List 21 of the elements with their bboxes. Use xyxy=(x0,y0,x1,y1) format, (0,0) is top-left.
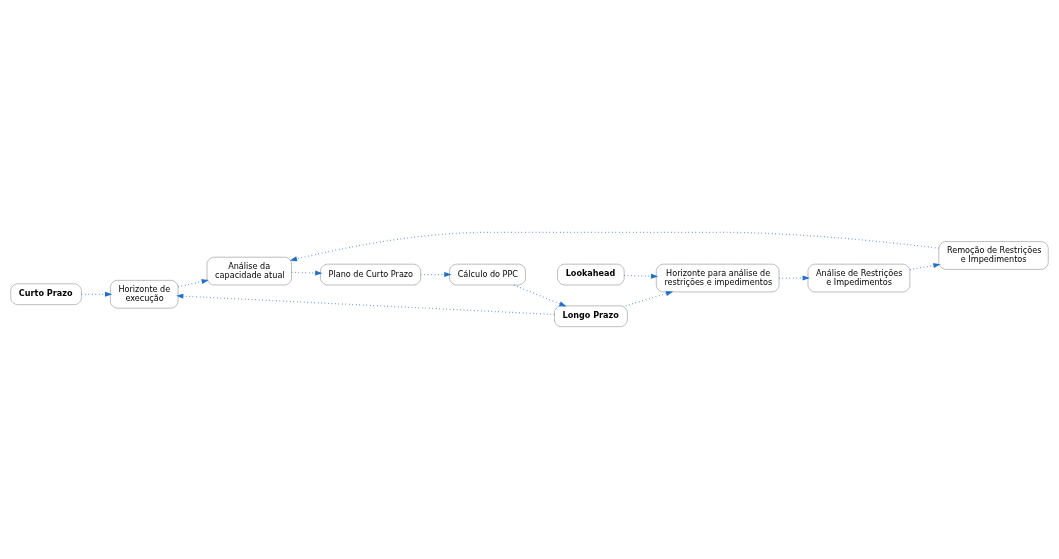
node-box: Horizonte para análise de restrições e impedimentos xyxy=(656,263,780,293)
node-box: Cálculo do PPC xyxy=(449,263,526,286)
arrow xyxy=(176,293,555,316)
node-box: Plano de Curto Prazo xyxy=(320,263,421,286)
node-box: Análise da capacidade atual xyxy=(206,256,292,286)
node-box: Curto Prazo xyxy=(10,283,82,305)
node-box: Horizonte de execução xyxy=(110,280,179,309)
arrow xyxy=(177,279,209,288)
node-box: Lookahead xyxy=(557,263,625,286)
arrow xyxy=(513,284,567,307)
arrow xyxy=(81,291,113,297)
arrow xyxy=(623,273,659,279)
arrow xyxy=(289,231,940,262)
arrow xyxy=(909,263,941,271)
node-box: Análise de Restrições e Impedimentos xyxy=(807,263,911,293)
arrow xyxy=(778,275,810,281)
arrow xyxy=(420,272,452,278)
node-box: Remoção de Restrições e Impedimentos xyxy=(938,241,1049,270)
arrow xyxy=(625,291,674,307)
arrow xyxy=(291,270,323,276)
node-box: Longo Prazo xyxy=(554,305,628,327)
